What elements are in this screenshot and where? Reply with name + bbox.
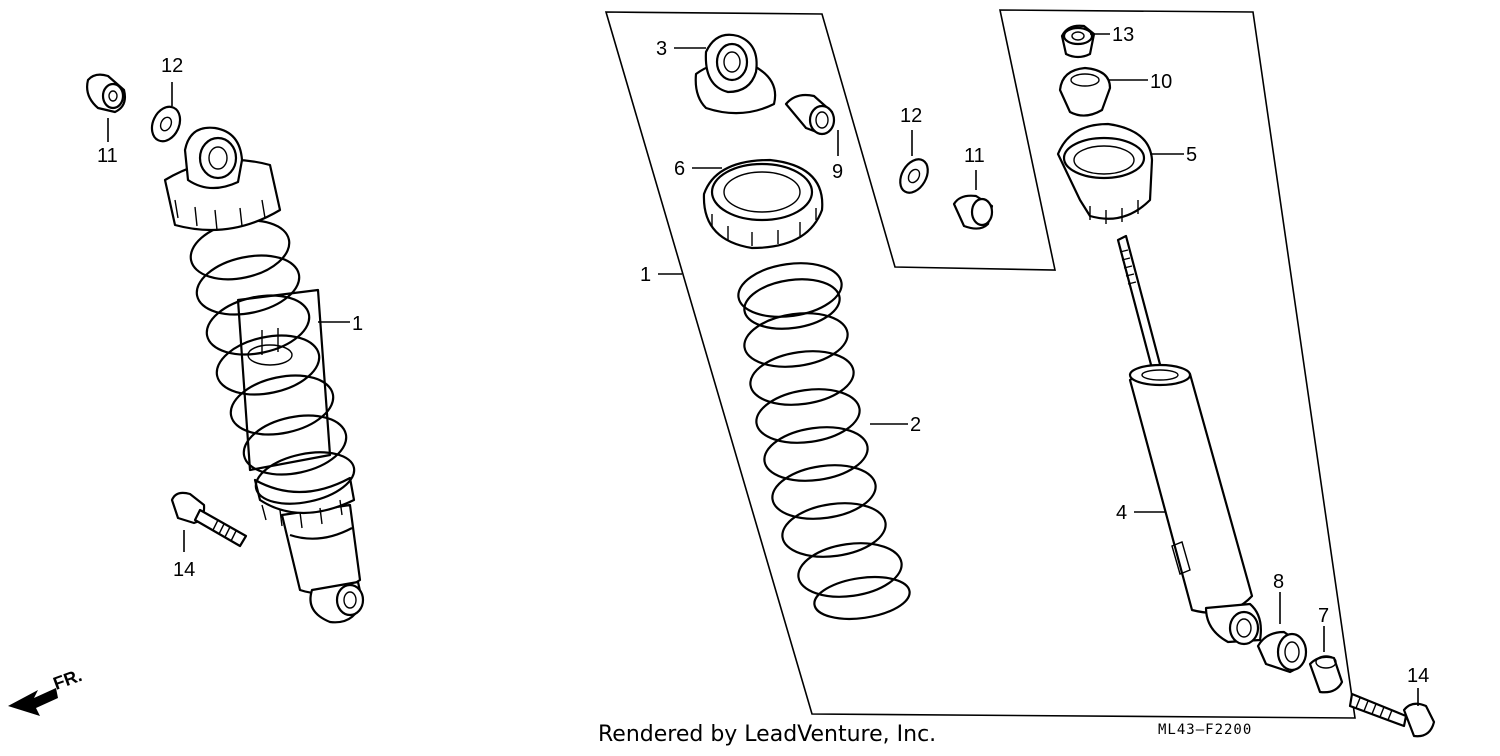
callout-12-left: 12 [161, 55, 183, 77]
diagram-code: ML43—F2200 [1158, 722, 1253, 738]
exploded-kit-outline [604, 9, 1356, 719]
callout-8: 8 [1273, 571, 1284, 593]
flange-nut-mid [952, 194, 994, 230]
callout-14-right: 14 [1407, 665, 1429, 687]
bolt-left [170, 491, 248, 548]
self-lock-nut [1060, 24, 1096, 59]
front-direction-arrow-icon [8, 688, 58, 716]
front-direction-label: FR. [51, 665, 85, 694]
upper-mount-eye [183, 126, 244, 190]
flange-nut-left [86, 73, 127, 114]
callout-2: 2 [910, 414, 921, 436]
stopper-rubber [1058, 66, 1112, 117]
damper-unit [1116, 234, 1262, 646]
callout-1-assembled: 1 [352, 313, 363, 335]
washer-mid [899, 158, 929, 194]
callout-6: 6 [674, 158, 685, 180]
credit-text: Rendered by LeadVenture, Inc. [598, 722, 937, 747]
callout-11-mid: 11 [964, 145, 985, 167]
callout-leaders [107, 33, 1419, 706]
callout-1-exploded: 1 [640, 264, 651, 286]
collar [784, 93, 836, 136]
lower-mount-eye [309, 580, 365, 624]
dust-seal-collar [1256, 630, 1308, 674]
callout-3: 3 [656, 38, 667, 60]
callout-4: 4 [1116, 502, 1127, 524]
spring-seat-stopper [1056, 122, 1154, 224]
upper-joint [694, 33, 777, 115]
callout-9: 9 [832, 161, 843, 183]
spring-adjuster-ring [702, 158, 824, 250]
bolt-right [1348, 692, 1436, 738]
callout-13: 13 [1112, 24, 1134, 46]
callout-11-left: 11 [97, 145, 118, 167]
callout-10: 10 [1150, 71, 1172, 93]
callout-7: 7 [1318, 605, 1329, 627]
callout-12-mid: 12 [900, 105, 922, 127]
callout-numbers: 1 11 12 14 3 6 9 1 2 12 11 13 10 5 4 8 7… [97, 24, 1429, 687]
washer-left [150, 105, 182, 143]
callout-5: 5 [1186, 144, 1197, 166]
exploded-coil-spring [737, 262, 911, 621]
callout-14-left: 14 [173, 559, 195, 581]
bushing [1308, 655, 1344, 694]
assembled-shock-absorber [163, 126, 365, 624]
